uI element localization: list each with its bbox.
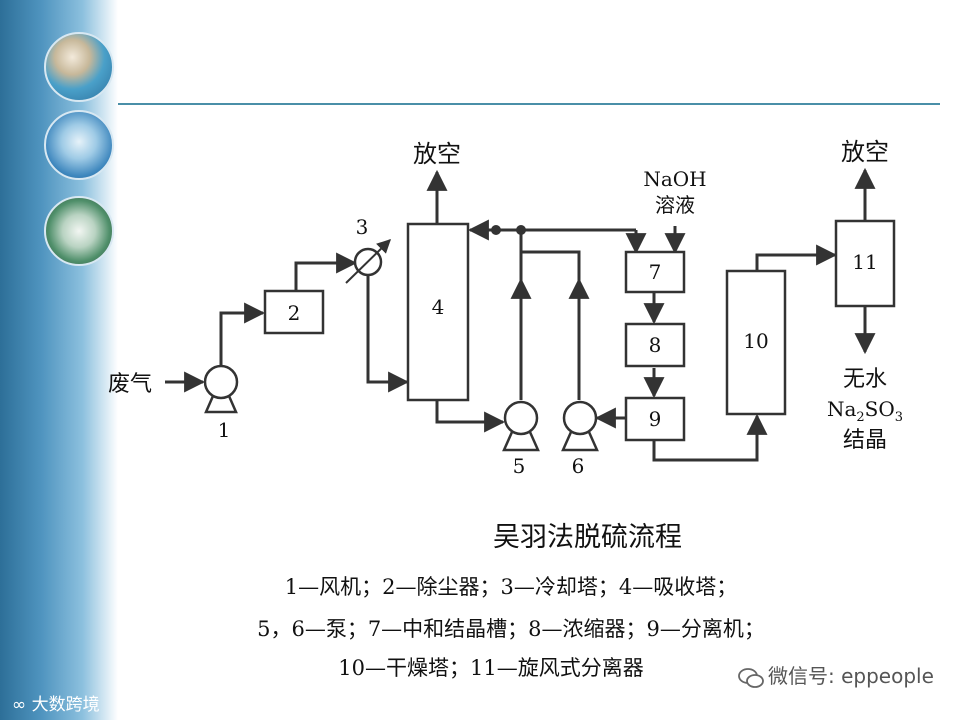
unit-1-fan [203,364,239,414]
formula-sub-3: 3 [895,410,903,425]
legend-line-1: 1—风机；2—除尘器；3—冷却塔；4—吸收塔； [284,575,738,599]
naoh-label: NaOH [643,167,706,191]
unit-6-pump [561,400,599,452]
unit-11-cyclone [834,219,896,308]
brand-logo: ∞ 大数跨境 [12,690,100,715]
unit-2-label: 2 [288,301,301,325]
thumbnail-image-1 [44,32,114,102]
logo-icon: ∞ [12,695,32,715]
product-formula: Na2SO3 [827,397,903,425]
cooler-symbol-arrow [345,239,392,284]
unit-5-label: 5 [513,454,526,478]
pump6-return-line [521,250,581,400]
formula-na: Na [827,397,857,421]
cooler-to-absorber-line [366,275,410,393]
watermark-text: 微信号: eppeople [768,664,934,688]
unit-6-label: 6 [572,454,585,478]
unit-2-dust-collector [263,289,325,335]
unit-3-label: 3 [356,215,369,239]
wechat-watermark: 微信号: eppeople [738,660,934,689]
unit-8-concentrator [624,322,686,368]
legend-line-3: 10—干燥塔；11—旋风式分离器 [338,656,644,680]
legend-line-2: 5，6—泵；7—中和结晶槽；8—浓缩器；9—分离机； [257,617,765,641]
unit-10-label: 10 [743,329,768,353]
product-label-anhydrous: 无水 [843,367,887,392]
unit-11-label: 11 [852,250,877,274]
dust-collector-to-cooler-line [294,252,358,291]
unit-1-label: 1 [218,418,231,442]
product-label-crystal: 结晶 [843,428,887,453]
separator-to-dryer-line [652,413,768,462]
fan-to-dust-collector-line [219,302,266,370]
diagram-title: 吴羽法脱硫流程 [493,522,682,553]
thumbnail-image-3 [44,196,114,266]
wechat-icon [738,667,764,688]
exhaust-label-left: 放空 [413,140,461,168]
unit-9-separator [624,396,686,442]
inlet-label: 废气 [108,372,152,397]
absorber-to-pump5-line [435,400,506,433]
unit-7-neutralizer [624,250,686,294]
exhaust-label-right: 放空 [841,138,889,166]
unit-7-label: 7 [649,260,662,284]
thumbnail-image-2 [44,110,114,180]
header-rule [118,103,940,105]
naoh-solution-label: 溶液 [655,193,695,217]
unit-5-pump [502,400,540,452]
formula-sub-2: 2 [856,410,864,425]
junction-dot [516,225,526,235]
dryer-to-cyclone-line [755,244,838,270]
junction-dot [491,225,501,235]
unit-8-label: 8 [649,333,662,357]
unit-4-label: 4 [432,295,445,319]
unit-4-absorber [406,222,470,402]
formula-so: SO [865,397,895,421]
unit-10-dryer [725,269,787,416]
logo-text: 大数跨境 [31,695,100,715]
unit-9-label: 9 [649,407,662,431]
